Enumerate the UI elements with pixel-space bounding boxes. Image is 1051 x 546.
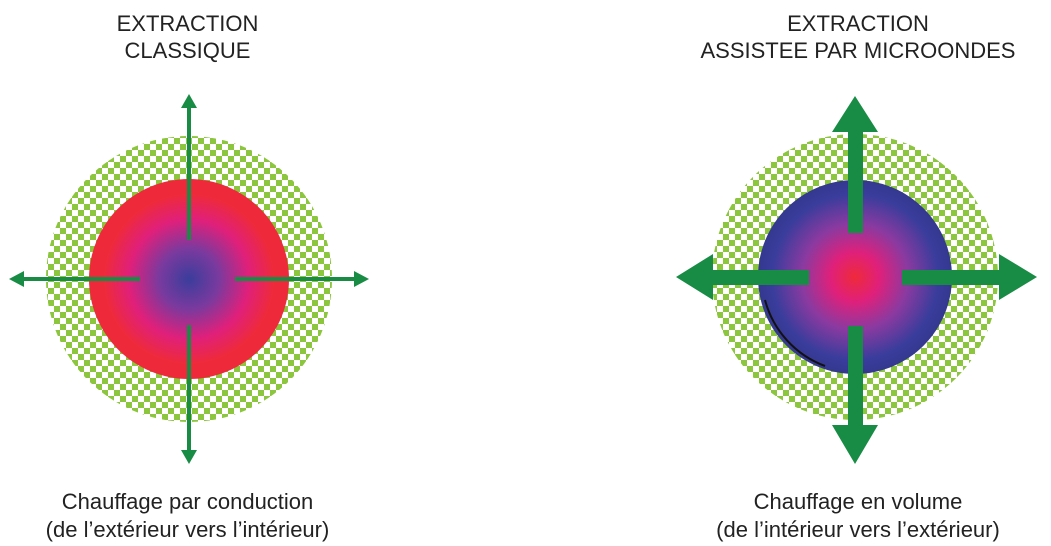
caption-classic: Chauffage par conduction (de l’extérieur…	[0, 488, 450, 544]
plant-material-sphere	[89, 179, 289, 379]
arrow-up-head	[832, 96, 878, 132]
title-line-1: EXTRACTION	[116, 11, 259, 36]
title-line-2: CLASSIQUE	[124, 38, 251, 63]
arrow-left	[709, 270, 809, 285]
arrow-up	[848, 128, 863, 233]
arrow-right	[902, 270, 1002, 285]
arrow-down-head	[832, 425, 878, 464]
caption-line-2: (de l’intérieur vers l’extérieur)	[716, 517, 1000, 542]
title-line-1: EXTRACTION	[787, 11, 929, 36]
title-line-2: ASSISTEE PAR MICROONDES	[700, 38, 1016, 63]
arrow-down-head	[181, 450, 197, 464]
caption-line-1: Chauffage par conduction	[61, 489, 314, 514]
panel-microwave-extraction: EXTRACTION ASSISTEE PAR MICROONDES	[525, 0, 1050, 546]
plant-material-sphere	[758, 180, 952, 374]
arrow-down	[848, 326, 863, 429]
panel-classic-extraction: EXTRACTION CLASSIQUE	[0, 0, 525, 546]
arrow-left-head	[9, 271, 24, 287]
caption-line-1: Chauffage en volume	[753, 489, 963, 514]
arrow-left-head	[676, 254, 713, 300]
caption-line-2: (de l’extérieur vers l’intérieur)	[45, 517, 330, 542]
sphere-shadow-edge	[764, 299, 826, 367]
arrow-right-head	[999, 254, 1037, 300]
volume-heating-diagram	[676, 96, 1037, 464]
arrow-right-head	[354, 271, 369, 287]
title-classic: EXTRACTION CLASSIQUE	[0, 10, 450, 64]
conduction-heating-diagram	[9, 94, 369, 464]
arrow-up-head	[181, 94, 197, 108]
title-microwave: EXTRACTION ASSISTEE PAR MICROONDES	[665, 10, 1051, 64]
caption-microwave: Chauffage en volume (de l’intérieur vers…	[665, 488, 1051, 544]
